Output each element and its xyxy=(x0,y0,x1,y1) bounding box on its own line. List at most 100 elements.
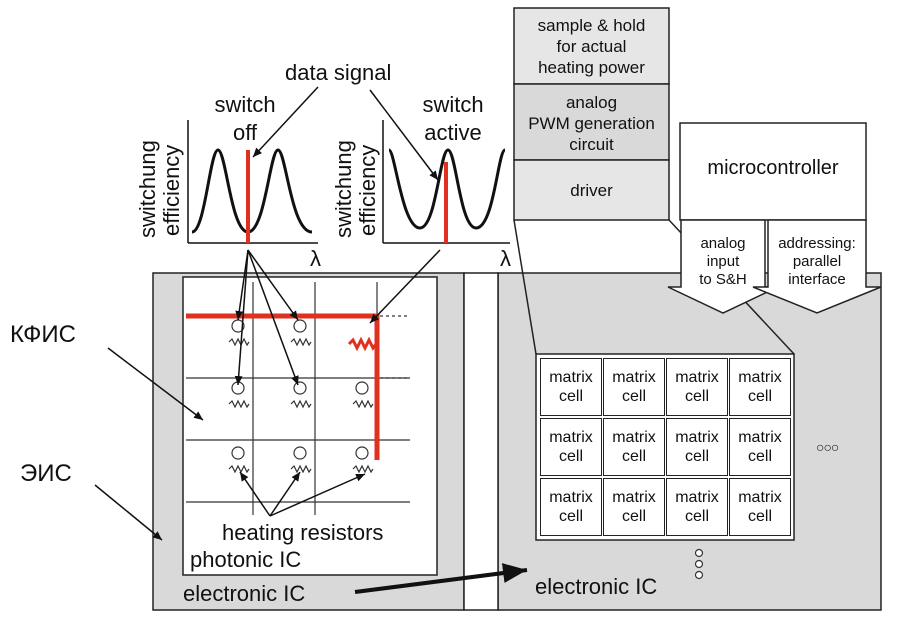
heating-resistor-icon xyxy=(352,464,374,474)
matrix-cell-line2: cell xyxy=(747,448,772,465)
switch-off-line2: off xyxy=(232,120,258,145)
vertical-ellipsis xyxy=(694,548,704,580)
switch-ring xyxy=(231,446,245,460)
driver-line1: driver xyxy=(570,181,613,200)
y-axis-2-line1: switchung xyxy=(331,140,356,238)
matrix-cell-line1: matrix xyxy=(675,489,719,506)
electronic-ic-left-label: electronic IC xyxy=(183,581,306,606)
matrix-cell: matrix cell xyxy=(666,478,728,536)
matrix-cell-line1: matrix xyxy=(738,489,782,506)
pwm-text: analog PWM generation circuit xyxy=(514,92,669,155)
electronic-ic-right-label: electronic IC xyxy=(535,574,658,599)
matrix-cell: matrix cell xyxy=(603,478,665,536)
funnel-left xyxy=(513,219,537,355)
horizontal-ellipsis: ○○○ xyxy=(816,439,839,455)
kfis-label: КФИС xyxy=(10,321,76,348)
switch-ring xyxy=(293,381,307,395)
matrix-cell-line1: matrix xyxy=(549,369,593,386)
matrix-cell: matrix cell xyxy=(540,418,602,476)
matrix-cell-line1: matrix xyxy=(612,489,656,506)
heating-resistor-icon xyxy=(228,464,250,474)
matrix-cell-line1: matrix xyxy=(612,429,656,446)
matrix-cell-line1: matrix xyxy=(675,369,719,386)
photonic-grid xyxy=(186,282,410,515)
grid-dashed-ends xyxy=(380,315,410,379)
analog-input-text: analog input to S&H xyxy=(681,235,765,289)
electronic-ic-big-arrow xyxy=(354,563,528,594)
matrix-cell-line2: cell xyxy=(621,448,646,465)
heating-resistor-icon xyxy=(352,399,374,409)
addressing-line2: parallel xyxy=(792,253,842,270)
addressing-line1: addressing: xyxy=(778,235,856,252)
y-axis-1-line2: efficiency xyxy=(159,144,184,236)
matrix-cell-line1: matrix xyxy=(549,489,593,506)
matrix-cell-line2: cell xyxy=(558,388,583,405)
matrix-cell-line1: matrix xyxy=(549,429,593,446)
annotation-arrows xyxy=(94,86,441,541)
heating-resistor-icon xyxy=(290,337,312,347)
matrix-cell-line2: cell xyxy=(558,448,583,465)
matrix-cell-line1: matrix xyxy=(675,429,719,446)
matrix-cell-line2: cell xyxy=(621,508,646,525)
plot-switch-active xyxy=(382,120,510,244)
matrix-cell-line2: cell xyxy=(558,508,583,525)
analog-input-line3: to S&H xyxy=(699,271,747,288)
sample-hold-line3: heating power xyxy=(538,58,645,77)
sample-hold-line2: for actual xyxy=(556,37,627,56)
matrix-cell-line1: matrix xyxy=(612,369,656,386)
sample-hold-line1: sample & hold xyxy=(537,16,646,35)
white-gap xyxy=(463,272,499,611)
matrix-cell: matrix cell xyxy=(666,418,728,476)
photonic-ic-box xyxy=(182,276,438,576)
driver-text: driver xyxy=(514,180,669,201)
y-axis-1-line1: switchung xyxy=(135,140,160,238)
switch-ring xyxy=(293,446,307,460)
heating-resistor-icon xyxy=(290,399,312,409)
active-heating-resistor xyxy=(347,336,378,352)
matrix-cell-line1: matrix xyxy=(738,369,782,386)
microcontroller-label: microcontroller xyxy=(707,157,839,179)
pwm-box xyxy=(513,83,670,161)
data-signal-label: data signal xyxy=(285,60,392,85)
matrix-cell-line2: cell xyxy=(621,388,646,405)
analog-input-line1: analog xyxy=(700,235,746,252)
matrix-cell-line2: cell xyxy=(684,508,709,525)
pwm-line2: PWM generation xyxy=(528,114,655,133)
analog-input-arrow xyxy=(667,219,779,314)
addressing-line3: interface xyxy=(788,271,846,288)
matrix-cell: matrix cell xyxy=(540,358,602,416)
plot-switch-off xyxy=(187,120,318,244)
switch-active-line2: active xyxy=(424,120,482,145)
matrix-cell-line1: matrix xyxy=(738,429,782,446)
analog-input-line2: input xyxy=(706,253,740,270)
matrix-cell: matrix cell xyxy=(729,478,791,536)
switch-ring xyxy=(355,446,369,460)
pwm-line1: analog xyxy=(565,93,618,112)
switch-active-line1: switch xyxy=(422,92,484,117)
addressing-arrow xyxy=(752,219,882,314)
matrix-cell-line2: cell xyxy=(747,508,772,525)
matrix-cell: matrix cell xyxy=(540,478,602,536)
heating-resistor-icon xyxy=(290,464,312,474)
switch-ring xyxy=(355,381,369,395)
eis-label: ЭИС xyxy=(20,460,72,487)
lambda-1: λ xyxy=(310,246,321,271)
matrix-cell-line2: cell xyxy=(684,388,709,405)
lambda-2: λ xyxy=(500,246,511,271)
addressing-text: addressing: parallel interface xyxy=(768,235,866,289)
driver-box xyxy=(513,159,670,221)
matrix-cell: matrix cell xyxy=(603,418,665,476)
sample-hold-text: sample & hold for actual heating power xyxy=(514,15,669,78)
matrix-cell-line2: cell xyxy=(684,448,709,465)
switch-off-line1: switch xyxy=(214,92,276,117)
photonic-ic-label: photonic IC xyxy=(190,547,302,572)
heating-resistors-label: heating resistors xyxy=(222,520,384,545)
heating-resistor-icon xyxy=(228,399,250,409)
matrix-cell-line2: cell xyxy=(747,388,772,405)
pwm-line3: circuit xyxy=(569,135,614,154)
switch-ring xyxy=(293,319,307,333)
y-axis-2-line2: efficiency xyxy=(355,144,380,236)
matrix-cell: matrix cell xyxy=(666,358,728,416)
sample-hold-box xyxy=(513,7,670,85)
